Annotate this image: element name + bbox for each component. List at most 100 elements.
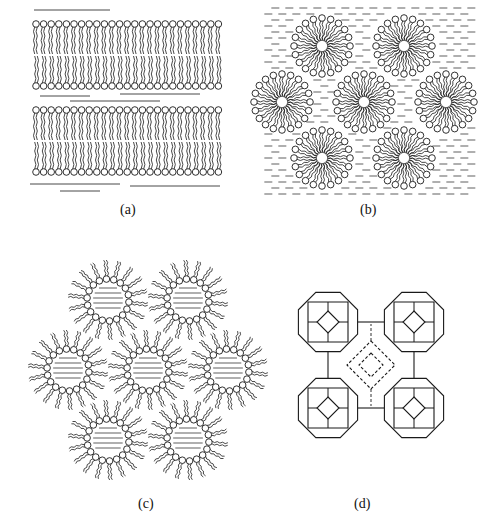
lipid-head [139,21,146,28]
lipid-tail [72,113,73,140]
lipid-tail [90,264,97,279]
line-stroke [467,68,475,69]
lipid-tail [44,113,45,140]
lipid-tail [105,27,106,54]
lipid-tail [339,103,359,104]
lipid-tail [132,113,133,140]
lipid-tail [65,142,66,169]
lipid-tail [439,78,445,97]
lipid-head [377,76,384,83]
lipid-tail [28,366,44,369]
line-stroke [453,32,461,33]
lipid-head [423,26,430,33]
lipid-tail [167,142,168,169]
lipid-tail [181,27,182,54]
lipid-head [334,107,341,114]
lipid-tail [49,113,50,140]
lipid-tail [141,56,142,83]
line-stroke [439,68,447,69]
lipid-head [426,76,433,83]
lipid-tail [273,79,279,98]
lipid-head [345,163,352,170]
line-stroke [173,298,203,299]
lipid-tail [35,56,36,83]
lipid-tail [37,56,38,83]
lipid-head [164,302,171,309]
lipid-head [233,386,240,393]
line-stroke [30,184,120,185]
lipid-tail [148,436,164,439]
lipid-tail [129,419,142,428]
lipid-tail [92,374,108,377]
line-stroke [306,194,314,195]
line-stroke [383,8,391,9]
lipid-head [369,125,376,132]
line-stroke [213,368,243,369]
lipid-head [416,90,423,97]
line-stroke [446,146,454,147]
lipid-tail [220,142,221,169]
lipid-head [291,43,298,50]
lipid-head [378,171,385,178]
line-stroke [467,56,475,57]
lipid-tail [299,49,318,55]
lipid-tail [203,268,212,281]
line-stroke [362,182,370,183]
line-stroke [99,288,117,289]
lipid-head [136,348,143,355]
lipid-tail [132,431,148,435]
lipid-tail [96,323,101,338]
line-stroke [414,302,415,311]
lipid-tail [94,27,95,54]
lipid-tail [36,113,37,140]
lipid-head [154,83,161,90]
lipid-tail [132,301,148,304]
lipid-head [101,21,108,28]
lipid-head [94,83,101,90]
lipid-tail [132,27,133,54]
lipid-tail [111,142,112,169]
line-stroke [120,94,200,95]
lipid-tail [119,321,126,336]
lipid-tail [28,364,44,367]
line-stroke [59,358,77,359]
lipid-tail [217,142,218,169]
lipid-head [361,127,368,134]
lipid-tail [120,27,121,54]
line-stroke [355,32,363,33]
lipid-tail [258,102,277,108]
lipid-head [416,107,423,114]
lipid-tail [164,459,173,472]
lipid-head [117,420,124,427]
lipid-head [113,456,120,463]
lipid-head [159,382,166,389]
line-stroke [439,152,447,153]
lipid-tail [33,352,47,359]
lipid-head [48,83,55,90]
lipid-tail [148,434,164,437]
lipid-tail [199,321,206,336]
lipid-tail [36,27,37,54]
lipid-tail [98,56,99,83]
lipid-tail [104,400,106,416]
line-stroke [264,182,272,183]
lipid-head [185,83,192,90]
lipid-tail [380,158,399,164]
lipid-head [186,458,193,465]
line-stroke [460,50,468,51]
lipid-tail [67,113,68,140]
lipid-tail [51,113,52,140]
lipid-head [139,83,146,90]
lipid-head [423,171,430,178]
lipid-tail [186,113,187,140]
line-stroke [292,194,300,195]
line-stroke [369,20,377,21]
lipid-head [245,362,252,369]
lipid-head [71,21,78,28]
lipid-head [389,99,396,106]
lipid-tail [148,394,150,410]
lipid-head [223,346,230,353]
lipid-tail [212,304,228,307]
lipid-head [341,171,348,178]
lipid-tail [45,56,46,83]
